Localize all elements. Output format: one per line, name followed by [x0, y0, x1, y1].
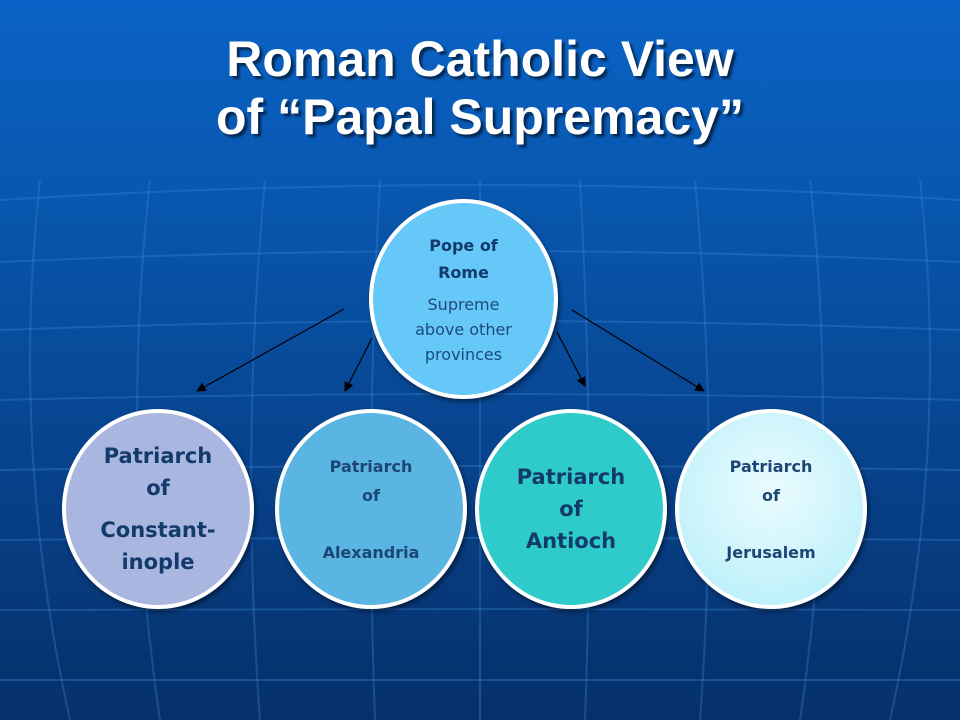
jerusalem-label-line-1: Patriarch — [729, 456, 813, 476]
pope-desc-line-1: Supreme — [427, 294, 500, 314]
constantinople-label-line-1: Patriarch — [103, 444, 213, 468]
patriarch-antioch-node: Patriarch of Antioch — [475, 409, 667, 609]
arrow-to-alexandria — [344, 337, 373, 392]
constantinople-label-line-4: inople — [121, 550, 195, 574]
arrow-to-jerusalem — [571, 309, 705, 392]
antioch-label-line-1: Patriarch — [516, 465, 626, 489]
slide-title: Roman Catholic View of “Papal Supremacy” — [0, 30, 960, 146]
antioch-label-line-3: Antioch — [525, 529, 617, 553]
pope-of-rome-node: Pope of Rome Supreme above other provinc… — [369, 199, 558, 399]
title-line-1: Roman Catholic View — [226, 31, 734, 87]
title-line-2: of “Papal Supremacy” — [216, 89, 744, 145]
patriarch-jerusalem-node: Patriarch of Jerusalem — [675, 409, 867, 609]
constantinople-label-line-2: of — [146, 476, 170, 500]
arrow-to-constantinople — [196, 308, 345, 392]
arrow-to-antioch — [556, 331, 586, 387]
patriarch-constantinople-node: Patriarch of Constant- inople — [62, 409, 254, 609]
alexandria-label-line-2: of — [362, 485, 380, 505]
constantinople-label-line-3: Constant- — [100, 518, 216, 542]
pope-label-line-1: Pope of — [429, 235, 498, 255]
jerusalem-label-line-3: Jerusalem — [726, 542, 816, 562]
pope-label-line-2: Rome — [438, 262, 489, 282]
jerusalem-label-line-2: of — [762, 485, 780, 505]
alexandria-label-line-1: Patriarch — [329, 456, 413, 476]
alexandria-label-line-3: Alexandria — [322, 542, 420, 562]
patriarch-alexandria-node: Patriarch of Alexandria — [275, 409, 467, 609]
pope-desc-line-3: provinces — [424, 344, 503, 364]
antioch-label-line-2: of — [559, 497, 583, 521]
pope-desc-line-2: above other — [415, 319, 512, 339]
